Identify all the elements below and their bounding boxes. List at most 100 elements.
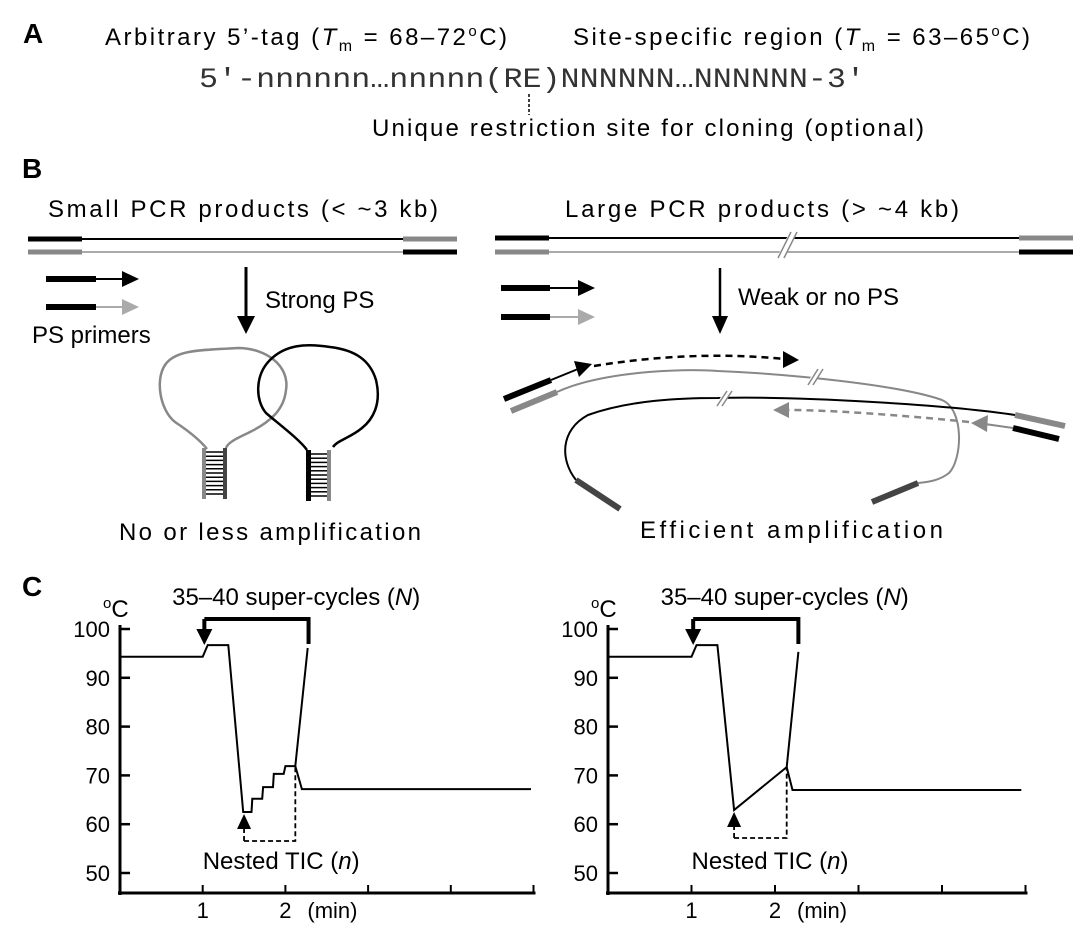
x-tick-label: 2 [769, 898, 781, 923]
annealed-strands [502, 351, 1066, 512]
panel-c-label: C [22, 571, 42, 602]
restriction-site-note: Unique restriction site for cloning (opt… [372, 115, 924, 142]
down-arrow-icon [196, 629, 213, 645]
nested-tic-label: Nested TIC (n) [692, 848, 849, 875]
strong-ps-label: Strong PS [265, 287, 374, 314]
large-dsdna [495, 230, 1073, 260]
break-mark-icon [777, 230, 798, 260]
arrowhead-icon [773, 402, 789, 418]
series-line-return-to-denaturation [294, 647, 309, 767]
arrowhead-icon [578, 280, 595, 296]
dark-tag-end [574, 477, 622, 512]
gray-tag-end [509, 389, 559, 414]
series-line-temperature [608, 644, 1022, 812]
x-unit-label: (min) [797, 898, 847, 923]
stem-strand [306, 450, 311, 501]
y-tick-label: 100 [73, 617, 110, 642]
extension-dashed-black [593, 354, 786, 368]
ps-primers-label: PS primers [32, 322, 151, 349]
break-slash [807, 368, 819, 386]
label-text: C) [1002, 24, 1030, 51]
x-tick-label: 1 [197, 898, 209, 923]
black-strand [564, 396, 1016, 481]
small-products-group: Small PCR products (< ~3 kb) PS primers … [28, 196, 457, 546]
weak-ps-label: Weak or no PS [738, 284, 899, 311]
y-unit-label: oC [103, 595, 129, 623]
large-products-group: Large PCR products (> ~4 kb) [495, 196, 1073, 544]
gray-strand [556, 369, 960, 484]
black-hairpin-loop [257, 344, 379, 451]
break-slash [777, 231, 792, 259]
y-tick-label: 90 [574, 666, 598, 691]
ps-primer-gray-large [501, 309, 595, 325]
up-arrow-icon [727, 812, 742, 828]
label-var: N [395, 584, 413, 611]
label-var: T [845, 24, 862, 51]
black-primer-end [502, 377, 553, 402]
arrowhead-icon [574, 361, 592, 377]
x-unit-label: (min) [307, 898, 357, 923]
arrowhead-icon [122, 271, 139, 287]
arrowhead-icon [578, 309, 595, 325]
supercycles-label: 35–40 super-cycles (N) [661, 584, 909, 611]
degree-sign: o [991, 23, 999, 40]
supercycle-bracket [204, 617, 311, 644]
ps-primer-black [46, 271, 139, 287]
label-text: Nested TIC ( [203, 848, 339, 875]
label-text: Site-specific region ( [573, 24, 842, 51]
arrowhead-icon [712, 316, 728, 334]
black-hairpin-stem [306, 450, 331, 501]
y-tick-label: 50 [574, 861, 598, 886]
arrowhead-icon [971, 415, 988, 432]
unit-letter: C [599, 596, 616, 623]
break-slash [812, 368, 824, 386]
break-gap [716, 388, 732, 407]
break-mark-icon [807, 366, 824, 386]
large-products-title: Large PCR products (> ~4 kb) [565, 196, 959, 223]
nested-tic-loop [244, 766, 297, 842]
arrowhead-icon [237, 316, 255, 334]
label-text: 35–40 super-cycles ( [172, 584, 395, 611]
x-tick-label: 1 [685, 898, 697, 923]
arrowhead-icon [783, 351, 799, 368]
label-text: C) [479, 24, 507, 51]
break-gap [807, 366, 823, 386]
series-line-temperature [120, 644, 531, 813]
y-tick-label: 60 [574, 812, 598, 837]
down-arrow-icon [685, 629, 702, 645]
y-tick-label: 100 [561, 617, 598, 642]
small-dsdna [28, 236, 457, 255]
primer-body [984, 423, 1014, 429]
extension-dashed-gray [787, 408, 970, 424]
label-text: ) [840, 848, 848, 875]
label-sub: m [339, 38, 352, 55]
black-primer-end [1012, 425, 1060, 442]
y-tick-label: 60 [86, 812, 110, 837]
label-text: ) [412, 584, 420, 611]
primer-body [550, 368, 579, 381]
small-products-result: No or less amplification [119, 519, 421, 546]
label-var: n [827, 848, 840, 875]
break-mark-icon [716, 388, 733, 407]
dark-tag-end [870, 480, 920, 505]
y-tick-label: 90 [86, 666, 110, 691]
up-arrow-icon [237, 814, 252, 829]
y-unit-label: oC [591, 595, 617, 623]
label-text: 35–40 super-cycles ( [661, 584, 884, 611]
y-tick-label: 80 [86, 715, 110, 740]
y-tick-label: 70 [574, 763, 598, 788]
y-tick-label: 50 [86, 861, 110, 886]
stem-strand [223, 448, 227, 499]
x-tick-label: 2 [279, 898, 291, 923]
stem-strand [327, 450, 331, 501]
primer-sequence: 5′-nnnnnn…nnnnn(RE)NNNNNN…NNNNNN-3′ [199, 65, 865, 96]
label-text: = 68–72 [355, 24, 466, 51]
large-products-result: Efficient amplification [640, 517, 943, 544]
supercycle-bracket [693, 617, 801, 644]
label-var: T [322, 24, 339, 51]
label-var: n [338, 848, 351, 875]
ps-primer-gray [46, 299, 139, 315]
